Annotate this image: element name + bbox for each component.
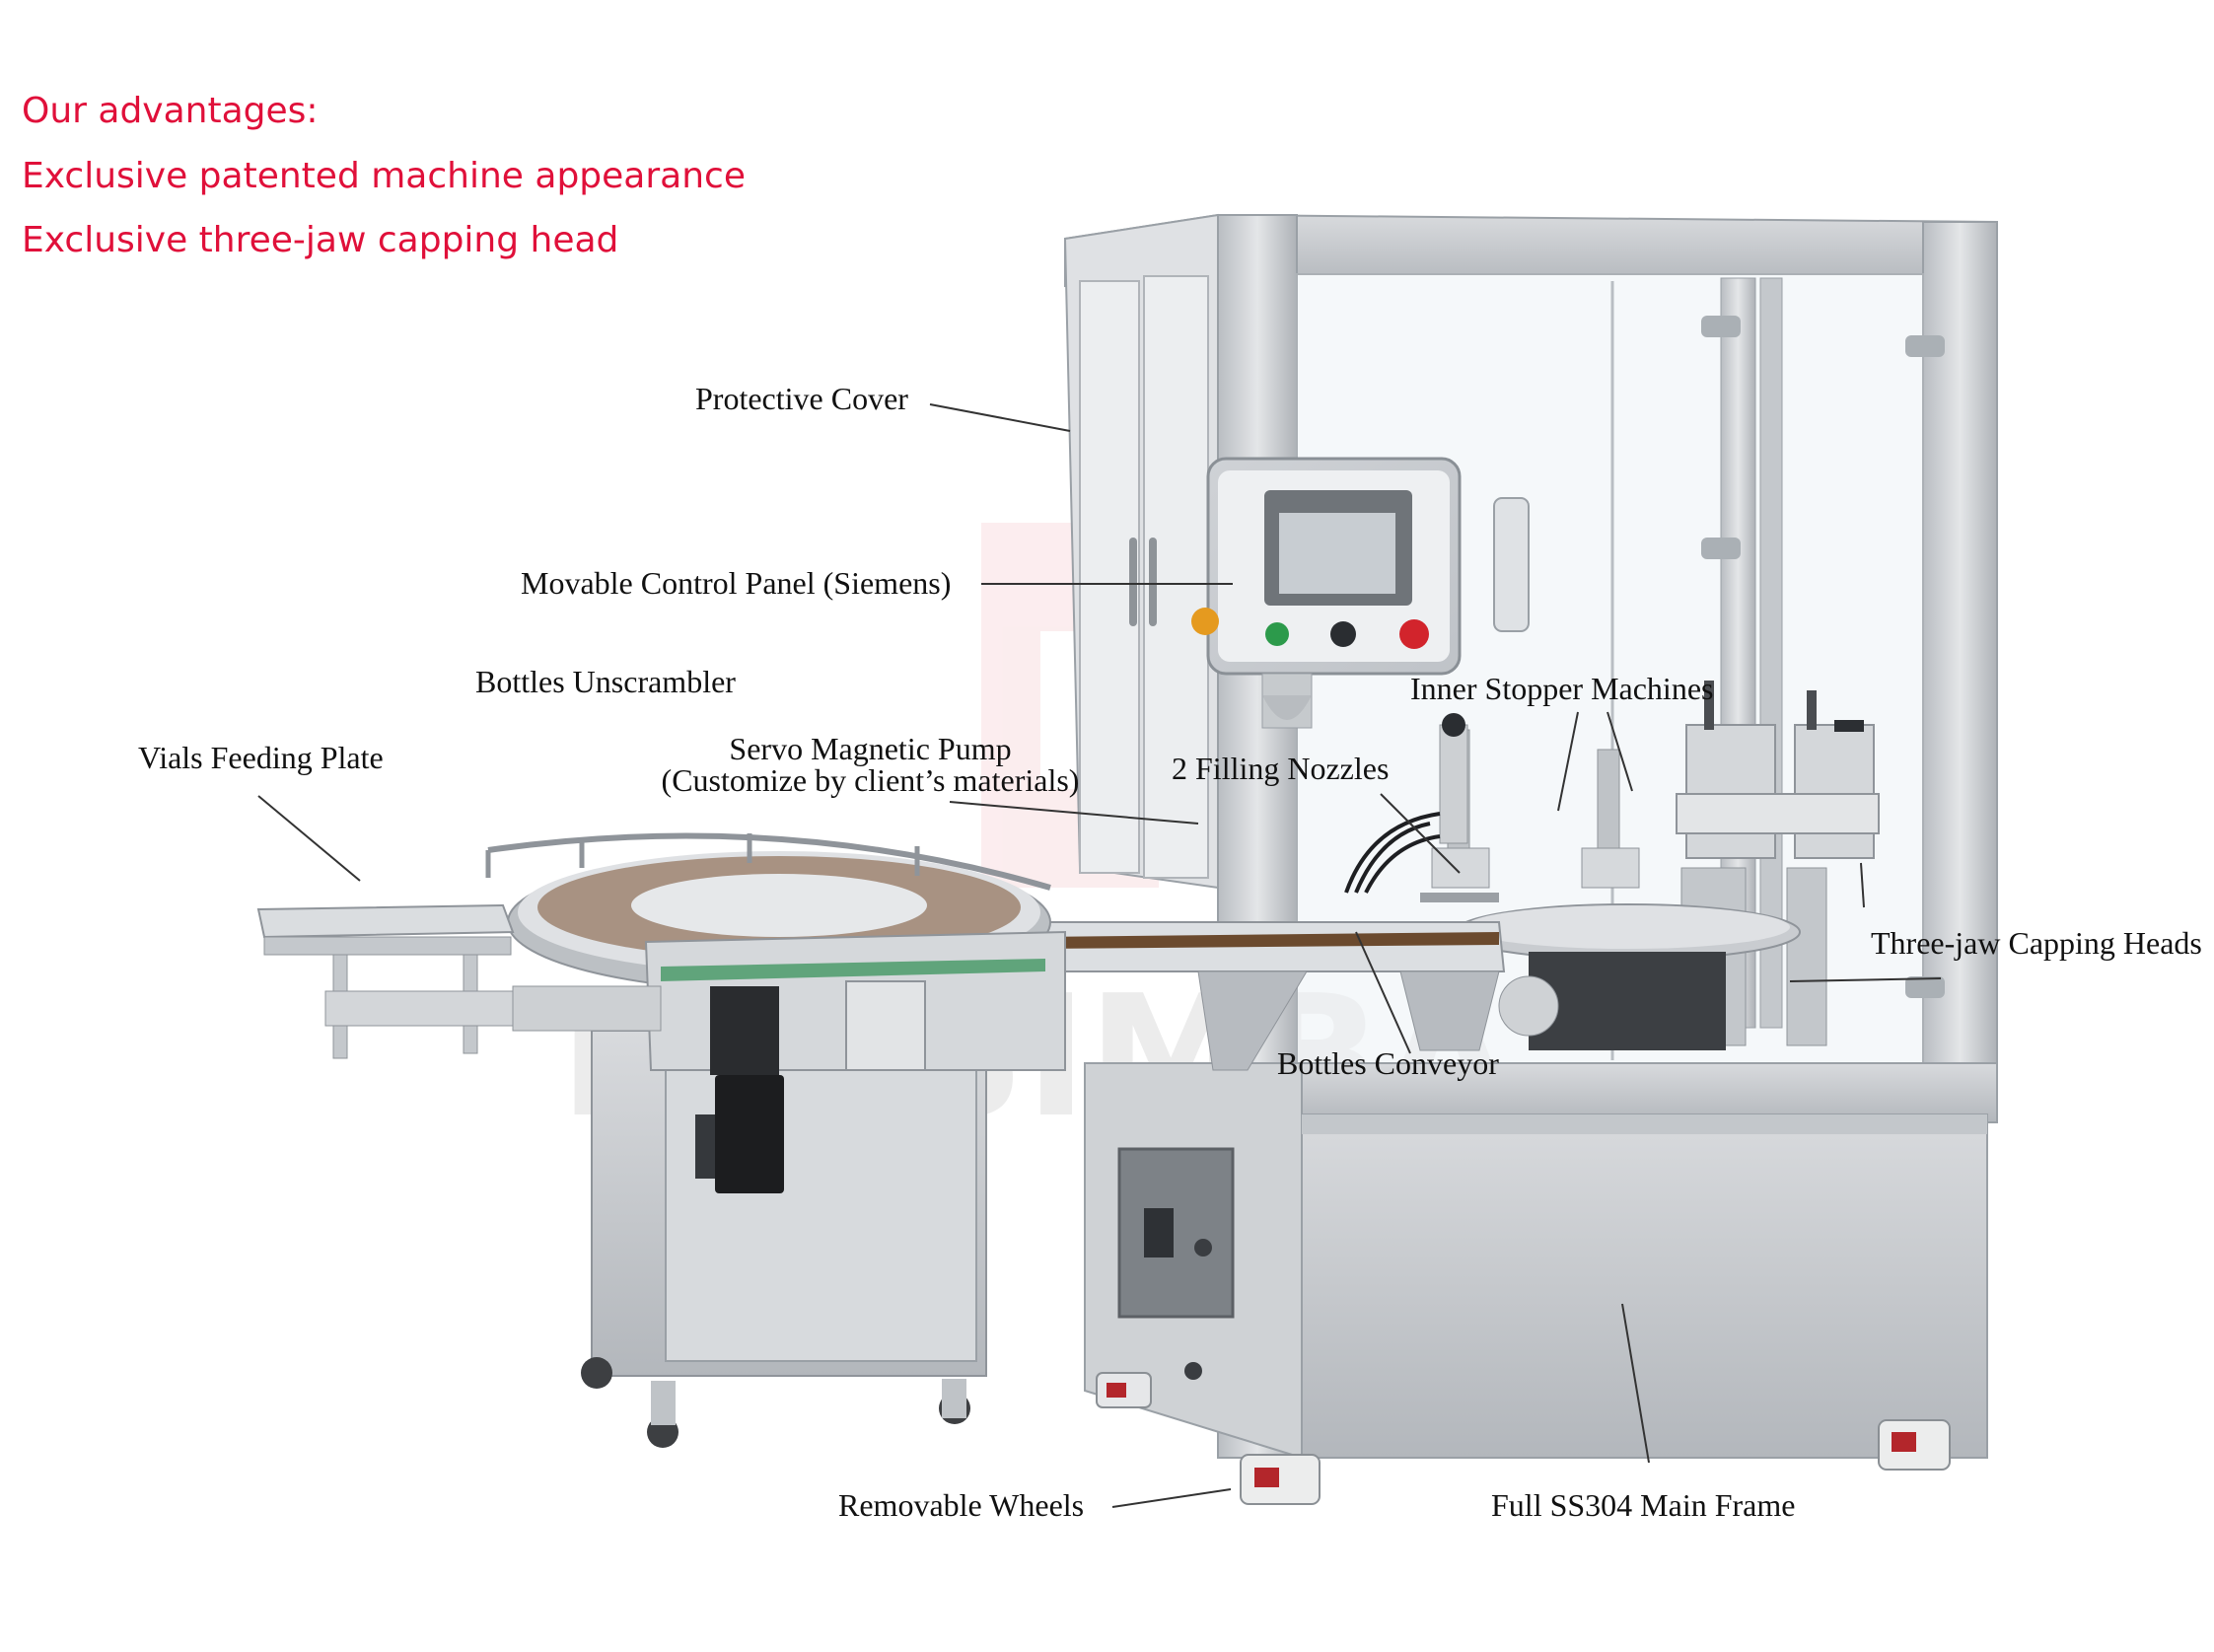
- label-conveyor: Bottles Conveyor: [1277, 1045, 1499, 1081]
- bottles-unscrambler: [485, 832, 1066, 1448]
- leader-main-frame: [1621, 1303, 1650, 1464]
- turret-dial: [1454, 903, 1801, 1050]
- main-cabinet: [1063, 213, 1998, 1505]
- control-panel: [1191, 457, 1530, 729]
- label-protective-cover: Protective Cover: [695, 381, 908, 416]
- leader-pump: [949, 801, 1199, 825]
- label-capping-heads: Three-jaw Capping Heads: [1871, 925, 2202, 961]
- label-inner-stopper: Inner Stopper Machines: [1410, 671, 1714, 706]
- label-control-panel: Movable Control Panel (Siemens): [521, 565, 952, 601]
- label-wheels: Removable Wheels: [838, 1487, 1085, 1523]
- advantage-item: Exclusive three-jaw capping head: [22, 220, 619, 260]
- leader-lines: [257, 403, 1942, 1508]
- advantage-item: Exclusive patented machine appearance: [22, 156, 746, 196]
- leader-protective-cover: [929, 403, 1071, 432]
- filling-nozzles: [1344, 713, 1468, 894]
- wheel-foot: [1096, 1372, 1152, 1408]
- label-feeding-plate: Vials Feeding Plate: [138, 740, 384, 775]
- leader-conveyor: [1355, 931, 1411, 1054]
- label-main-frame: Full SS304 Main Frame: [1491, 1487, 1796, 1523]
- wheel-foot: [1878, 1419, 1951, 1471]
- label-pump-line2: (Customize by client’s materials): [661, 762, 1080, 798]
- leader-wheels: [1111, 1488, 1232, 1508]
- leader-filling-nozzles: [1380, 793, 1461, 874]
- bottles-conveyor: [1034, 921, 1506, 1071]
- advantages-heading: Our advantages:: [22, 91, 319, 131]
- vials-feeding-plate: [256, 903, 662, 1059]
- leader-stopper-1: [1557, 711, 1579, 812]
- leader-capping-2: [1789, 977, 1942, 982]
- leader-stopper-2: [1607, 711, 1633, 792]
- wheel-foot: [1240, 1454, 1321, 1505]
- label-filling-nozzles: 2 Filling Nozzles: [1172, 751, 1390, 786]
- leader-capping: [1860, 862, 1865, 908]
- label-pump-line1: Servo Magnetic Pump: [729, 731, 1012, 766]
- leader-feeding-plate: [257, 795, 361, 882]
- label-unscrambler: Bottles Unscrambler: [475, 664, 736, 699]
